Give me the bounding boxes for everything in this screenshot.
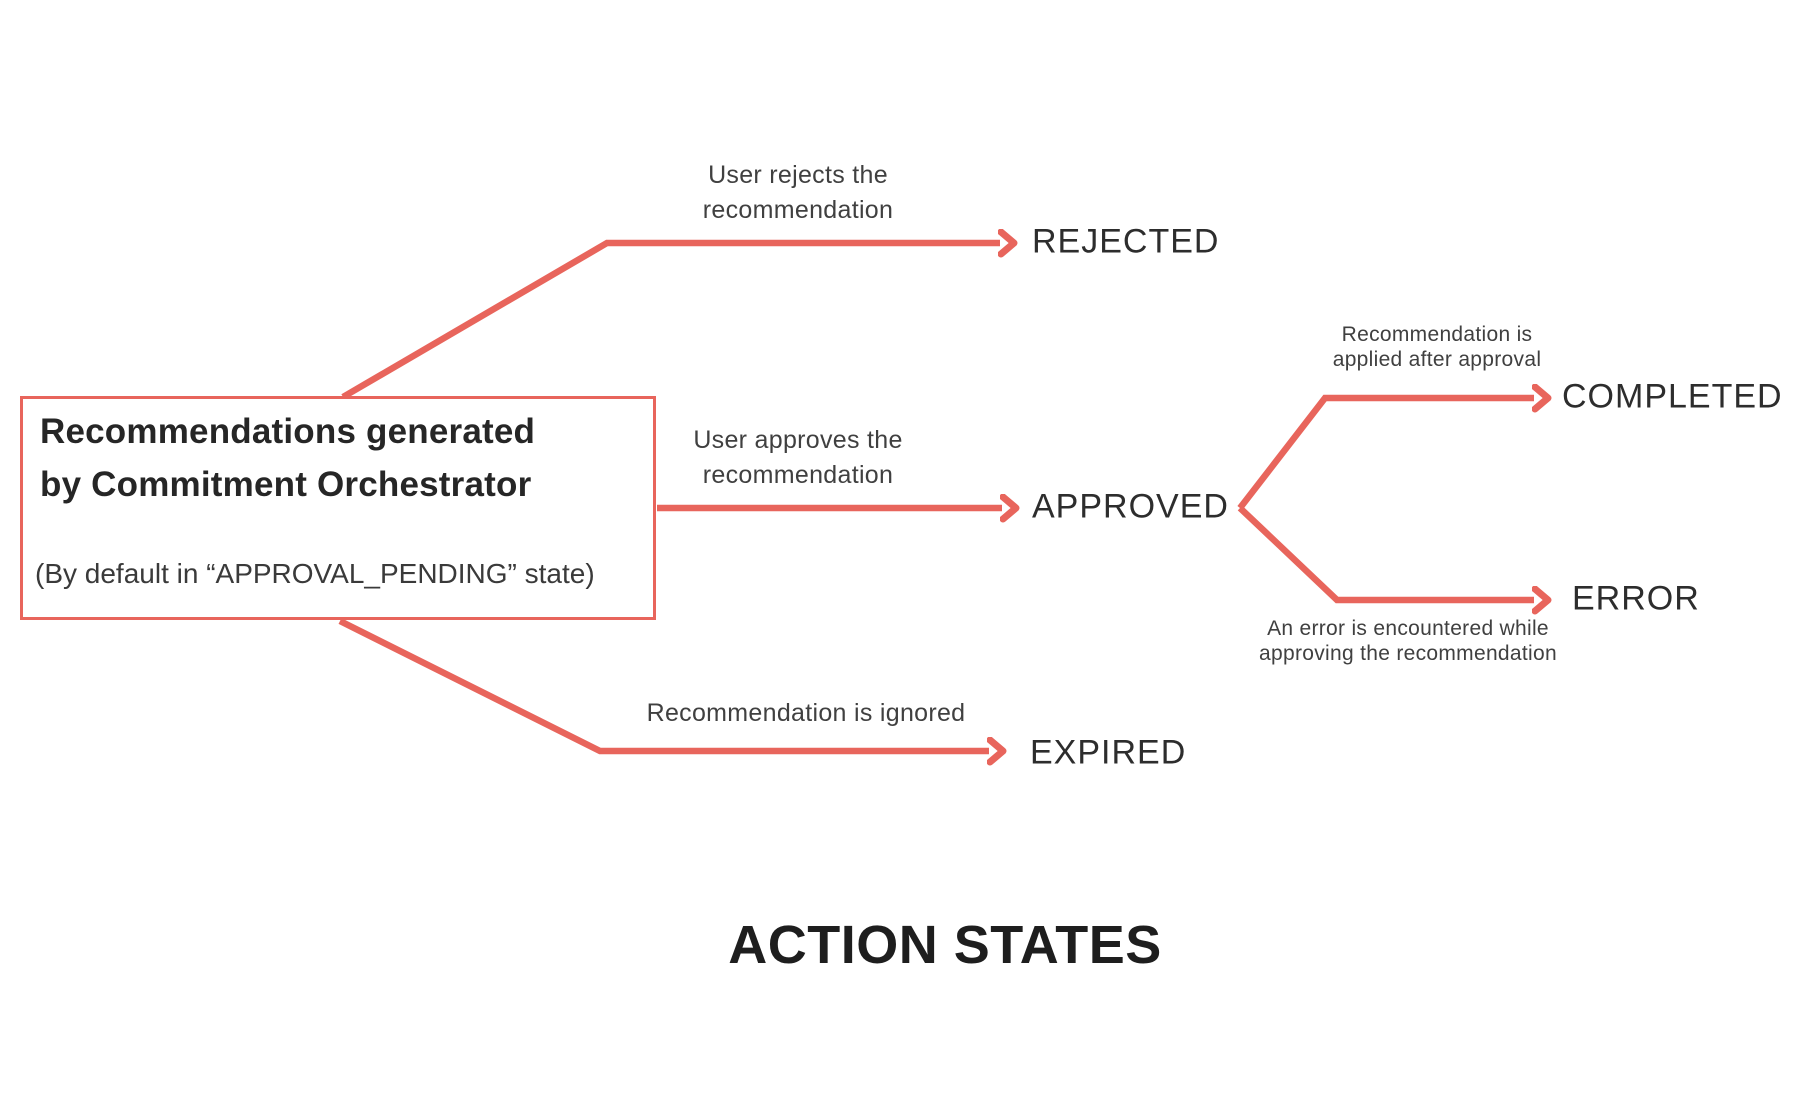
transition-label-reject-line1: User rejects the <box>708 161 888 189</box>
diagram-title: ACTION STATES <box>728 915 1162 975</box>
source-box-heading-line2: by Commitment Orchestrator <box>40 465 532 504</box>
transition-label-expire-line1: Recommendation is ignored <box>646 699 966 727</box>
transition-label-approve-line1: User approves the <box>693 426 903 454</box>
state-expired: EXPIRED <box>1030 733 1187 772</box>
transition-label-complete-line2: applied after approval <box>1332 348 1542 371</box>
transition-label-error-line1: An error is encountered while <box>1267 617 1549 640</box>
arrow-expire <box>338 618 989 751</box>
transition-label-approve: User approves the recommendation <box>693 423 902 493</box>
arrow-reject <box>341 243 1000 400</box>
transition-label-reject: User rejects the recommendation <box>703 158 893 228</box>
state-completed: COMPLETED <box>1562 377 1783 416</box>
source-box-heading: Recommendations generated by Commitment … <box>40 405 535 511</box>
source-box-note: (By default in “APPROVAL_PENDING” state) <box>35 558 595 589</box>
transition-label-error-line2: approving the recommendation <box>1259 642 1557 665</box>
state-error: ERROR <box>1572 579 1700 618</box>
transition-label-complete: Recommendation is applied after approval <box>1333 322 1542 372</box>
transition-label-approve-line2: recommendation <box>702 461 894 489</box>
transition-label-complete-line1: Recommendation is <box>1341 323 1533 346</box>
transition-label-expire: Recommendation is ignored <box>647 696 966 731</box>
state-approved: APPROVED <box>1032 487 1229 526</box>
source-box-heading-line1: Recommendations generated <box>40 412 536 451</box>
arrow-complete <box>1237 398 1534 510</box>
state-rejected: REJECTED <box>1032 222 1220 261</box>
transition-label-error: An error is encountered while approving … <box>1259 616 1557 666</box>
arrow-error <box>1237 505 1534 600</box>
source-box: Recommendations generated by Commitment … <box>20 396 656 620</box>
transition-label-reject-line2: recommendation <box>702 196 894 224</box>
